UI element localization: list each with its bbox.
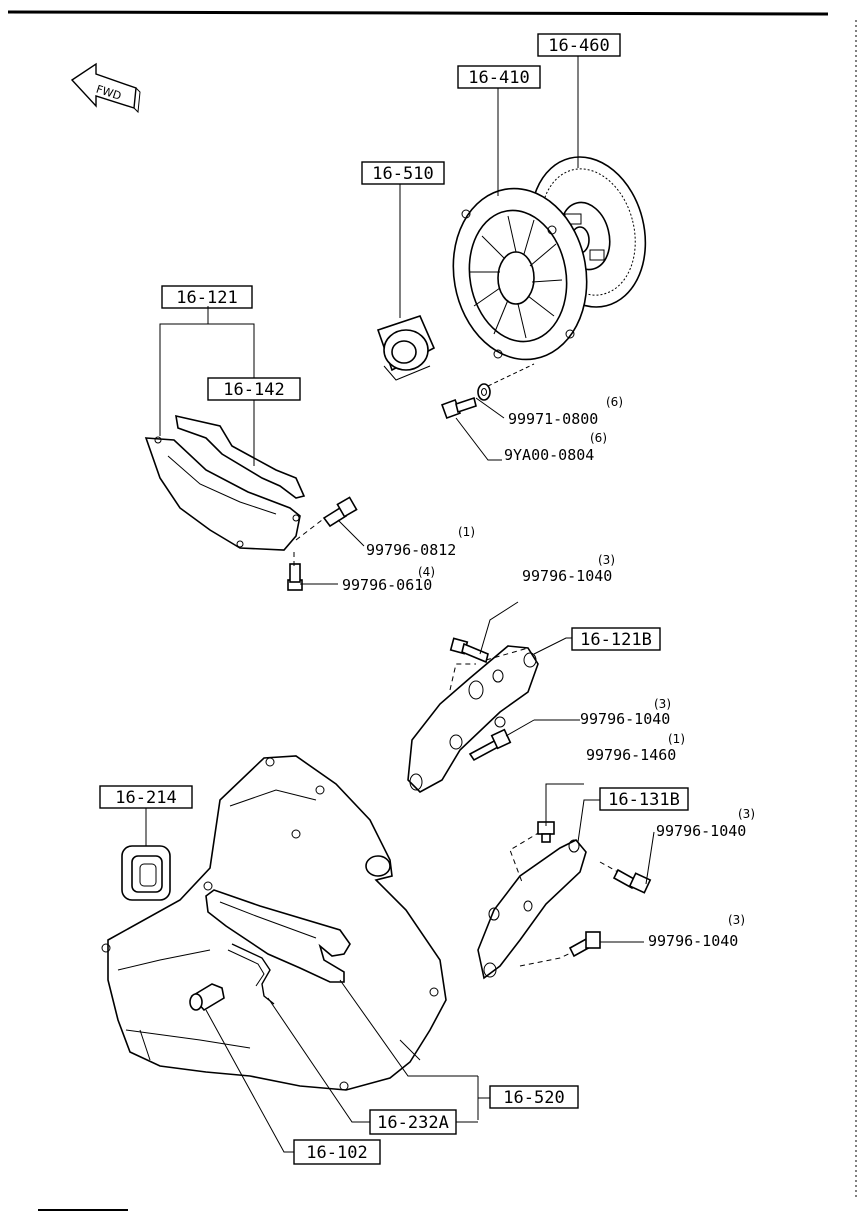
retaining-spring (231, 943, 275, 1005)
label-16-520: 16-520 (489, 1085, 579, 1109)
leader-lines (145, 56, 655, 1153)
bracket-b-dash2 (599, 861, 619, 873)
fwd-arrow-icon: FWD (70, 62, 141, 114)
hw-99796-0610: (4) 99796-0610 (342, 565, 435, 594)
bracket-bolt-top (449, 637, 489, 664)
svg-text:99796-1040: 99796-1040 (580, 710, 670, 728)
svg-text:16-121: 16-121 (176, 288, 237, 308)
label-16-121: 16-121 (161, 285, 253, 309)
hw-99796-1040-d: (3) 99796-1040 (648, 913, 745, 950)
cover-bolt-upper (322, 496, 358, 528)
hw-9ya00-0804: (6) 9YA00-0804 (504, 431, 607, 464)
top-border (7, 10, 829, 16)
svg-text:99796-1040: 99796-1040 (656, 822, 746, 840)
svg-text:16-131B: 16-131B (608, 790, 680, 810)
bracket-b-bolt-right (612, 868, 652, 894)
svg-text:99971-0800: 99971-0800 (508, 410, 598, 428)
release-bearing (376, 315, 436, 381)
label-16-510: 16-510 (361, 161, 445, 185)
svg-text:9YA00-0804: 9YA00-0804 (504, 446, 594, 464)
svg-text:99796-1040: 99796-1040 (522, 567, 612, 585)
svg-text:16-142: 16-142 (223, 380, 284, 400)
svg-text:16-410: 16-410 (468, 68, 529, 88)
retaining-spring-inner (227, 949, 265, 987)
label-16-121b: 16-121B (571, 627, 661, 651)
svg-text:99796-0812: 99796-0812 (366, 541, 456, 559)
clutch-cover-plate (144, 414, 306, 551)
bracket-dash-outline (449, 663, 476, 691)
hw-99796-1040-a: (3) 99796-1040 (522, 553, 615, 585)
bracket-bolt-mid (468, 728, 512, 762)
hw-99796-1040-b: (3) 99796-1040 (580, 697, 671, 728)
pressure-plate (452, 187, 588, 361)
pivot-pin (189, 983, 225, 1012)
svg-text:16-214: 16-214 (115, 788, 176, 808)
svg-text:(6): (6) (606, 395, 623, 409)
svg-text:(3): (3) (654, 697, 671, 711)
svg-text:16-460: 16-460 (548, 36, 609, 56)
label-16-410: 16-410 (457, 65, 541, 89)
label-16-142: 16-142 (207, 377, 301, 401)
svg-text:99796-1460: 99796-1460 (586, 746, 676, 764)
svg-text:99796-0610: 99796-0610 (342, 576, 432, 594)
svg-text:(4): (4) (418, 565, 435, 579)
bracket-b-dash1 (509, 831, 541, 883)
bracket-b-bolt-top (537, 821, 555, 843)
svg-text:16-121B: 16-121B (580, 630, 652, 650)
bracket-16-121b (407, 645, 539, 793)
svg-text:(3): (3) (728, 913, 745, 927)
hw-99796-1460: (1) 99796-1460 (586, 732, 685, 764)
svg-text:16-232A: 16-232A (377, 1113, 449, 1133)
svg-text:(1): (1) (668, 732, 685, 746)
cover-bolt-lower (287, 563, 303, 591)
label-16-460: 16-460 (537, 33, 621, 57)
hw-99796-0812: (1) 99796-0812 (366, 525, 475, 559)
label-16-232a: 16-232A (369, 1109, 457, 1135)
svg-text:(3): (3) (738, 807, 755, 821)
bracket-b-dash3 (519, 943, 591, 967)
label-16-214: 16-214 (99, 785, 193, 809)
release-boot (121, 845, 171, 901)
washer-leader (487, 363, 535, 387)
bracket-16-131b (477, 839, 587, 980)
svg-text:(6): (6) (590, 431, 607, 445)
hw-99971-0800: (6) 99971-0800 (508, 395, 623, 428)
cover-bolt-dash (295, 519, 323, 541)
svg-text:(1): (1) (458, 525, 475, 539)
svg-text:16-102: 16-102 (306, 1143, 367, 1163)
svg-text:99796-1040: 99796-1040 (648, 932, 738, 950)
svg-text:16-520: 16-520 (503, 1088, 564, 1108)
bracket-bolt-dash (485, 647, 529, 661)
hw-99796-1040-c: (3) 99796-1040 (656, 807, 755, 840)
label-16-131b: 16-131B (599, 787, 689, 811)
pressure-plate-bolt (441, 383, 491, 419)
bracket-b-bolt-low (568, 931, 601, 958)
release-fork (205, 889, 351, 983)
svg-text:16-510: 16-510 (372, 164, 433, 184)
svg-text:(3): (3) (598, 553, 615, 567)
label-16-102: 16-102 (293, 1139, 381, 1165)
